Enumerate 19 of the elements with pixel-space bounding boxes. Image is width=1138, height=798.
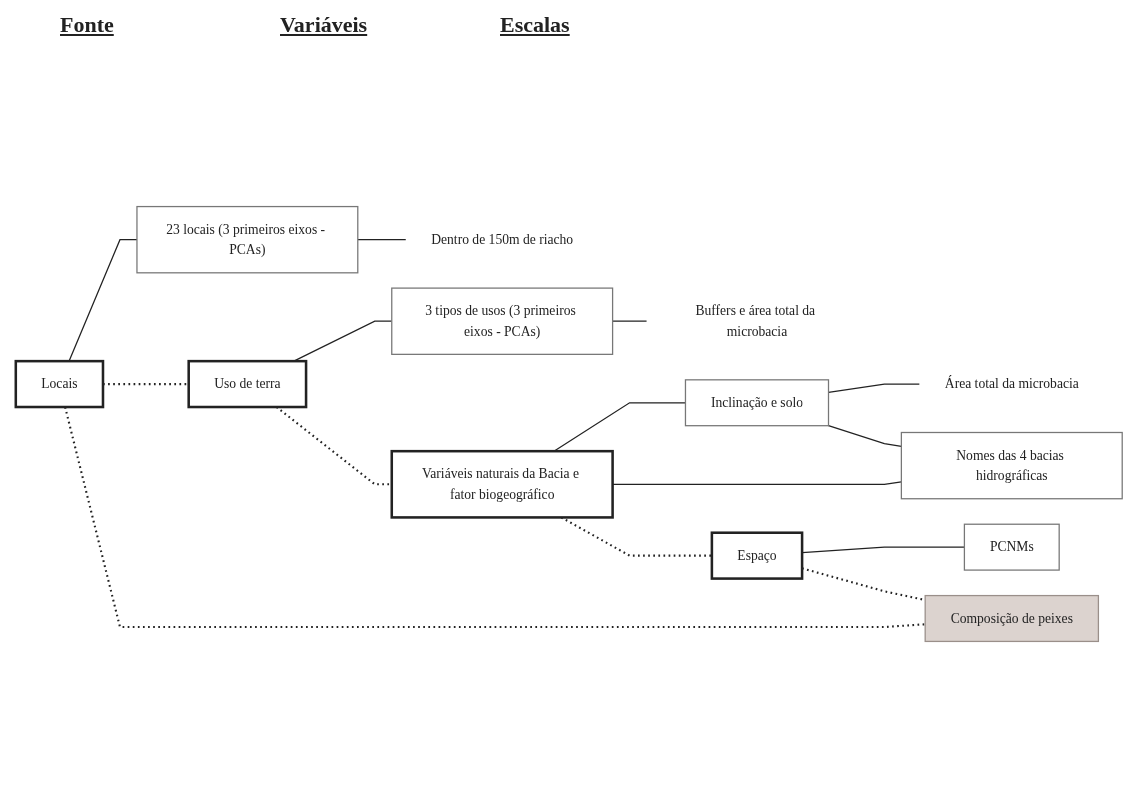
- node-box: Locais: [14, 359, 105, 409]
- node-box: 23 locais (3 primeiros eixos - PCAs): [136, 205, 359, 274]
- node-box: Variáveis naturais da Bacia e fator biogeográfico: [390, 449, 614, 519]
- node-box: PCNMs: [963, 523, 1060, 571]
- node-box: 3 tipos de usos (3 primeiros eixos - PCAs): [391, 287, 614, 355]
- column-heading: Escalas: [500, 12, 571, 38]
- node-text: Área total da microbacia: [944, 376, 1079, 391]
- connector: [827, 425, 902, 448]
- node-box: Inclinação e solo: [684, 379, 830, 427]
- connector: [103, 383, 189, 386]
- column-heading: Variáveis: [280, 12, 369, 38]
- node-box: Uso de terra: [187, 359, 308, 409]
- node-box: Nomes das 4 bacias hidrográficas: [900, 431, 1123, 500]
- node-text: Buffers e área total da microbacia: [695, 303, 816, 339]
- column-heading: Fonte: [60, 12, 115, 38]
- node-box: Composição de peixes: [924, 594, 1100, 643]
- connector: [357, 239, 407, 241]
- node-text: Dentro de 150m de riacho: [431, 232, 574, 247]
- node-box: Espaço: [710, 531, 804, 580]
